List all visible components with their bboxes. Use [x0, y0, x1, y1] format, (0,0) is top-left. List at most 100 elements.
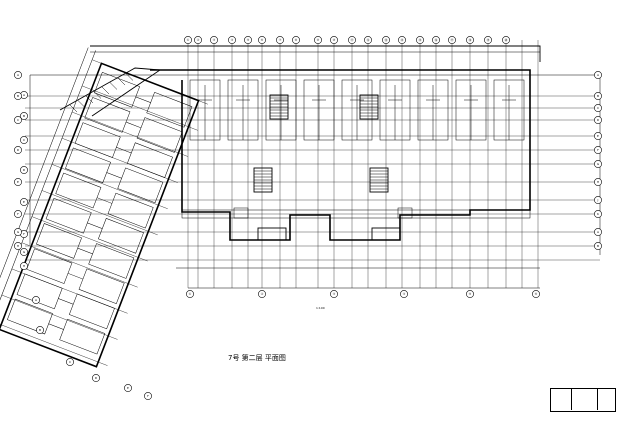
wing-room-right-9	[59, 318, 106, 355]
main-block-outline	[150, 69, 531, 241]
axis-bubble-left2-2	[20, 136, 28, 144]
axis-bubble-top-6	[276, 36, 284, 44]
ramp-hatch-6	[117, 77, 126, 86]
axis-bubble-top-15-label: ⑯	[434, 37, 437, 42]
axis-bubble-right-1	[594, 92, 602, 100]
axis-bubble-top-12	[382, 36, 390, 44]
axis-bubble-bottom-1	[258, 290, 266, 298]
axis-bubble-wing-1	[36, 326, 44, 334]
axis-bubble-right-6	[594, 160, 602, 168]
ramp-hatch-1	[77, 100, 86, 108]
axis-bubble-top-10-label: ⑪	[350, 37, 353, 42]
wing-room-right-6	[88, 243, 135, 279]
axis-bubble-top-4	[244, 36, 252, 44]
axis-bubble-wing-2	[66, 358, 74, 366]
axis-bubble-top-7-label: ⑧	[295, 38, 298, 42]
axis-bubble-bottom-1-label: ②	[261, 292, 264, 296]
axis-bubble-right-5-label: F	[597, 148, 599, 152]
lobby-b	[397, 207, 413, 219]
wing-room-left-3	[65, 147, 111, 184]
axis-bubble-top-18-label: ⑲	[486, 37, 489, 42]
ramp-hatch-2	[85, 95, 94, 104]
wing-room-left-9	[7, 298, 53, 335]
axis-bubble-right-11-label: B	[597, 244, 599, 248]
axis-bubble-top-11-label: ⑫	[366, 37, 369, 42]
axis-bubble-bottom-5-label: ⑥	[535, 292, 538, 296]
wing-room-left-5	[45, 197, 92, 234]
axis-bubble-right-1-label: B	[597, 94, 599, 98]
axis-bubble-bottom-4-label: ⑤	[469, 292, 472, 296]
axis-bubble-left2-6-label: G	[23, 250, 26, 254]
rotated-wing	[0, 47, 208, 368]
axis-bubble-top-6-label: ⑦	[279, 38, 282, 42]
wing-axis-5	[41, 190, 158, 236]
axis-bubble-left2-7-label: H	[23, 264, 25, 268]
axis-bubble-bottom-2	[330, 290, 338, 298]
wing-axis-8	[11, 268, 128, 314]
wing-axis-0	[92, 59, 208, 105]
axis-bubble-left-2	[14, 116, 22, 124]
axis-bubble-top-5	[258, 36, 266, 44]
axis-bubble-right-10-label: A	[597, 230, 600, 234]
wing-corridor-6	[77, 247, 93, 255]
axis-bubble-top-8	[314, 36, 322, 44]
axis-bubble-left2-0-label: A	[23, 93, 26, 97]
wing-corridor-5	[87, 222, 103, 229]
ramp-hatch-4	[101, 86, 110, 95]
wing-room-left-6	[36, 223, 82, 259]
axis-bubble-left2-4	[20, 198, 28, 206]
axis-bubble-bottom-2-label: ③	[333, 292, 336, 296]
axis-bubble-bottom-4	[466, 290, 474, 298]
axis-bubble-top-0	[184, 36, 192, 44]
axis-bubble-top-15	[432, 36, 440, 44]
axis-bubble-right-7	[594, 178, 602, 186]
axis-bubble-wing-4-label: E	[127, 386, 129, 390]
axis-bubble-right-6-label: G	[597, 162, 600, 166]
axis-bubble-left-6	[14, 228, 22, 236]
plan-geometry	[0, 40, 601, 368]
wing-axis-6	[31, 216, 148, 262]
axis-bubble-right-3-label: D	[597, 118, 600, 122]
wing-dim-left-2	[0, 47, 89, 328]
corridor-band	[181, 209, 531, 219]
axis-bubble-top-8-label: ⑨	[317, 38, 320, 42]
ramp-hatch-5	[109, 82, 118, 90]
axis-bubble-left-3-label: D	[17, 148, 20, 152]
wing-room-left-0	[94, 71, 140, 108]
axis-bubble-wing-3-label: D	[95, 376, 98, 380]
axis-bubble-right-3	[594, 116, 602, 124]
wing-axis-4	[51, 164, 168, 209]
axis-bubble-left-3	[14, 146, 22, 154]
axis-bubble-right-8	[594, 196, 602, 204]
ramp-hatch-0	[69, 104, 78, 113]
axis-bubble-wing-2-label: C	[69, 360, 71, 364]
scale-note: 1:100	[316, 306, 325, 310]
axis-bubble-top-11	[364, 36, 372, 44]
axis-bubble-top-3	[228, 36, 236, 44]
wing-room-right-0	[146, 92, 193, 128]
axis-bubble-top-14	[416, 36, 424, 44]
axis-bubble-left2-3	[20, 166, 28, 174]
axis-bubble-wing-4	[124, 384, 132, 392]
axis-bubble-right-5	[594, 146, 602, 154]
axis-bubble-left2-6	[20, 248, 28, 256]
axis-bubble-right-8-label: J	[597, 198, 599, 202]
axis-bubble-top-3-label: ④	[231, 38, 234, 42]
axis-bubble-top-16-label: ⑰	[450, 37, 453, 42]
axis-bubble-left-7-label: H	[17, 244, 19, 248]
axis-bubble-bottom-3-label: ④	[403, 292, 406, 296]
wing-corridor-1	[125, 121, 142, 129]
axis-bubble-bottom-5	[532, 290, 540, 298]
wing-corridor-2	[116, 147, 132, 154]
drawing-title: 7号 第二层 平面图	[228, 354, 286, 362]
axis-bubble-right-7-label: H	[597, 180, 599, 184]
axis-bubble-left-1-label: B	[17, 94, 19, 98]
axis-bubble-top-19	[502, 36, 510, 44]
axis-bubble-right-0	[594, 71, 602, 79]
axis-bubble-left-4	[14, 178, 22, 186]
axis-bubble-top-18	[484, 36, 492, 44]
axis-bubble-top-9-label: ⑩	[333, 38, 336, 42]
wing-room-right-5	[98, 218, 144, 254]
axis-bubble-left-2-label: C	[17, 118, 19, 122]
wing-axis-3	[61, 138, 178, 183]
